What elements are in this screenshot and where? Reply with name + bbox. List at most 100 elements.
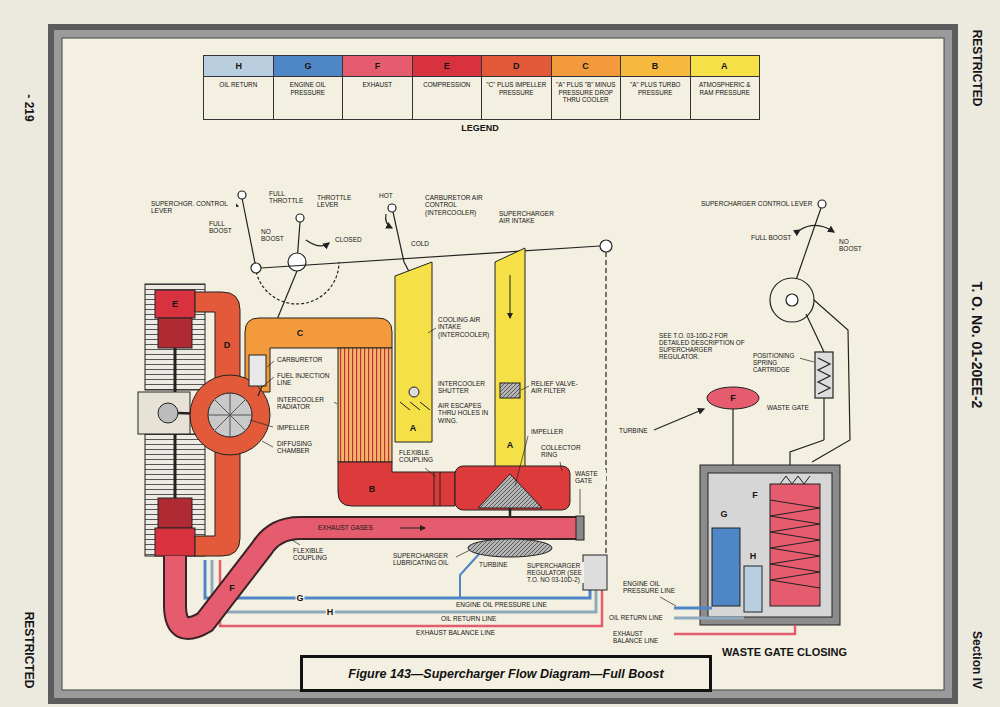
legend-letter: C bbox=[582, 61, 589, 71]
part-label: INTERCOOLER SHUTTER bbox=[437, 380, 493, 395]
leader-line bbox=[267, 361, 274, 367]
view-title: WASTE GATE CLOSING bbox=[722, 646, 847, 658]
flow-letter: G bbox=[295, 593, 304, 603]
regulator-linkage bbox=[654, 409, 704, 430]
control-linkage bbox=[226, 191, 612, 555]
part-label: POSITIONING SPRING CARTRIDGE bbox=[752, 352, 800, 373]
leader-line bbox=[250, 420, 273, 427]
lever-position: CLOSED bbox=[334, 236, 363, 243]
lever-position: FULL BOOST bbox=[750, 234, 792, 241]
duct-b bbox=[338, 462, 455, 506]
flow-letter: D bbox=[224, 340, 231, 350]
lever-position: HOT bbox=[378, 192, 394, 199]
air-intake bbox=[500, 383, 520, 398]
impeller-housing bbox=[455, 466, 570, 510]
control-linkage bbox=[600, 240, 612, 252]
leader-line bbox=[799, 358, 814, 362]
flow-letter: F bbox=[730, 393, 736, 403]
duct-b bbox=[338, 462, 455, 506]
control-linkage bbox=[296, 214, 304, 222]
manifold bbox=[208, 393, 252, 437]
carburetor bbox=[249, 355, 266, 396]
flow-letter: H bbox=[750, 551, 757, 561]
part-label: EXHAUST GASES bbox=[318, 524, 373, 531]
control-linkage bbox=[388, 204, 396, 212]
regulator-linkage bbox=[770, 278, 814, 322]
part-label: INTERCOOLER RADIATOR bbox=[276, 396, 334, 411]
page-frame bbox=[62, 38, 944, 690]
flow-letter: F bbox=[229, 583, 235, 593]
regulator-linkage bbox=[815, 352, 833, 398]
security-marking: RESTRICTED bbox=[969, 30, 982, 107]
regulator-linkage bbox=[800, 225, 834, 232]
air-intake bbox=[395, 262, 432, 442]
line-label: OIL RETURN LINE bbox=[608, 614, 664, 621]
carburetor bbox=[258, 386, 262, 396]
manifold bbox=[190, 375, 270, 455]
regulator bbox=[583, 555, 607, 590]
control-linkage bbox=[386, 214, 392, 228]
exhaust-pipe bbox=[175, 528, 576, 628]
control-linkage bbox=[306, 240, 329, 246]
security-marking: RESTRICTED bbox=[21, 612, 34, 689]
part-label: THROTTLE LEVER bbox=[316, 194, 358, 209]
engine bbox=[158, 318, 192, 348]
legend-letter: A bbox=[721, 61, 728, 71]
page-frame bbox=[48, 24, 958, 704]
part-label: FLEXIBLE COUPLING bbox=[292, 547, 336, 562]
impeller-housing bbox=[478, 474, 542, 508]
turbine bbox=[576, 516, 584, 540]
legend-letter: B bbox=[652, 61, 659, 71]
air-intake bbox=[495, 248, 525, 468]
legend-text: OIL RETURN bbox=[204, 77, 273, 119]
flow-letter: A bbox=[410, 423, 417, 433]
part-label: WASTE GATE bbox=[574, 470, 606, 485]
line-label: OIL RETURN LINE bbox=[440, 615, 497, 622]
part-label: TURBINE bbox=[478, 561, 509, 568]
engine bbox=[155, 528, 195, 556]
flow-letter: B bbox=[369, 484, 376, 494]
line-label: EXHAUST BALANCE LINE bbox=[415, 629, 496, 636]
leader-line bbox=[521, 386, 529, 390]
regulator-linkage bbox=[818, 358, 830, 394]
part-label: IMPELLER bbox=[276, 424, 310, 431]
regulator-linkage bbox=[818, 200, 826, 208]
manifold bbox=[195, 450, 240, 556]
legend-text: EXHAUST bbox=[343, 77, 412, 119]
part-label: COLLECTOR RING bbox=[540, 444, 586, 459]
regulator-housing bbox=[770, 484, 820, 606]
oil-line bbox=[674, 617, 744, 620]
legend-text: COMPRESSION bbox=[413, 77, 482, 119]
carburetor bbox=[249, 355, 266, 386]
engine bbox=[155, 290, 195, 318]
intercooler-radiator bbox=[338, 348, 392, 462]
part-label: CARBURETOR AIR CONTROL (INTERCOOLER) bbox=[424, 194, 490, 216]
regulator-linkage bbox=[790, 440, 824, 465]
figure-caption: Figure 143—Supercharger Flow Diagram—Ful… bbox=[300, 655, 712, 692]
legend-text: ATMOSPHERIC & RAM PRESSURE bbox=[691, 77, 760, 119]
lever-position: FULL THROTTLE bbox=[268, 190, 310, 205]
oil-line bbox=[674, 625, 795, 634]
page-number: - 219 bbox=[21, 94, 34, 121]
page-frame bbox=[48, 24, 958, 704]
legend-table: OIL RETURNENGINE OIL PRESSUREEXHAUSTCOMP… bbox=[203, 55, 760, 120]
lever-position: NO BOOST bbox=[838, 238, 870, 253]
legend-text: ENGINE OIL PRESSURE bbox=[274, 77, 343, 119]
waste-gate bbox=[707, 387, 759, 409]
legend-letter: H bbox=[235, 61, 242, 71]
part-label: SUPERCHARGER AIR INTAKE bbox=[498, 210, 564, 225]
part-label: RELIEF VALVE-AIR FILTER bbox=[530, 380, 580, 395]
part-label: DIFFUSING CHAMBER bbox=[276, 440, 334, 455]
regulator-housing bbox=[700, 465, 840, 625]
leader-line bbox=[515, 436, 528, 486]
leader-line bbox=[292, 540, 300, 545]
leader-line bbox=[560, 462, 562, 471]
control-linkage bbox=[238, 191, 246, 199]
legend-heading: LEGEND bbox=[461, 123, 499, 133]
legend-text: "A" PLUS "B" MINUS PRESSURE DROP THRU CO… bbox=[552, 77, 621, 119]
section-label: Section IV bbox=[969, 631, 982, 689]
page-frame bbox=[54, 30, 952, 698]
part-label: AIR ESCAPES THRU HOLES IN WING. bbox=[437, 402, 493, 424]
part-label: IMPELLER bbox=[530, 428, 564, 435]
